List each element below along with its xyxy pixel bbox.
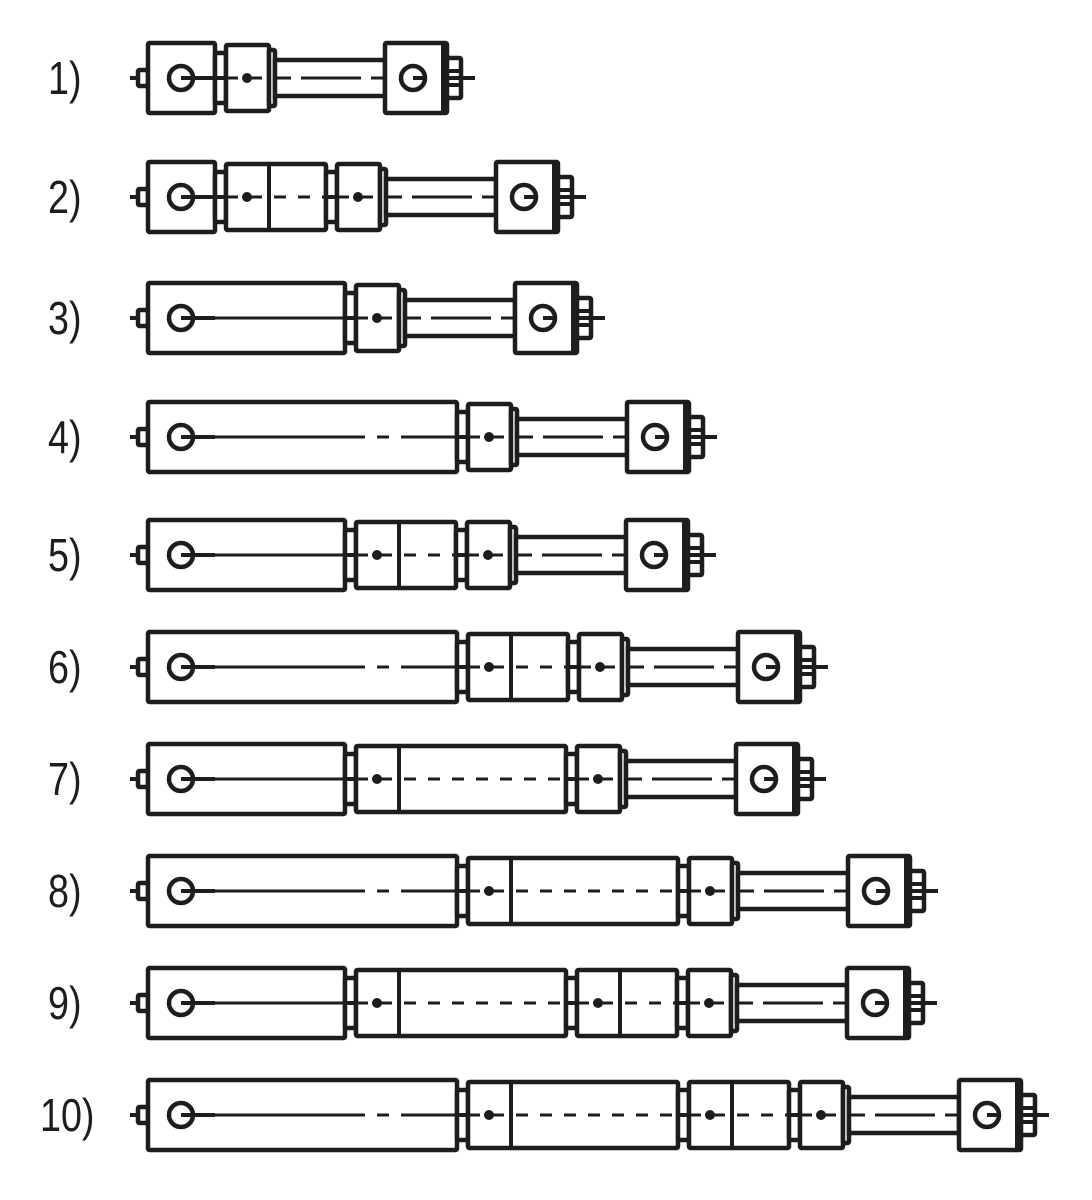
row-label: 9) bbox=[48, 977, 82, 1028]
piston-dot-icon bbox=[484, 432, 494, 442]
piston-dot-icon bbox=[816, 1110, 826, 1120]
configuration-row: 8) bbox=[48, 853, 938, 929]
piston-dot-icon bbox=[372, 313, 382, 323]
configuration-row: 4) bbox=[48, 399, 717, 475]
configuration-row: 1) bbox=[48, 40, 475, 116]
piston-rod bbox=[625, 646, 741, 688]
configuration-row: 10) bbox=[40, 1077, 1049, 1153]
piston-dot-icon bbox=[484, 662, 494, 672]
piston-dot-icon bbox=[705, 886, 715, 896]
piston-dot-icon bbox=[484, 1110, 494, 1120]
row-label: 8) bbox=[48, 865, 82, 916]
row-label: 5) bbox=[48, 529, 82, 580]
piston-dot-icon bbox=[484, 886, 494, 896]
row-label: 10) bbox=[40, 1089, 95, 1140]
piston-dot-icon bbox=[704, 998, 714, 1008]
piston-dot-icon bbox=[242, 73, 252, 83]
row-label: 6) bbox=[48, 641, 82, 692]
piston-dot-icon bbox=[483, 550, 493, 560]
piston-dot-icon bbox=[705, 1110, 715, 1120]
configuration-row: 9) bbox=[48, 965, 937, 1041]
piston-dot-icon bbox=[595, 662, 605, 672]
piston-dot-icon bbox=[353, 192, 363, 202]
configuration-row: 3) bbox=[48, 280, 605, 356]
configuration-row: 5) bbox=[48, 517, 716, 593]
configuration-row: 2) bbox=[48, 159, 586, 235]
piston-dot-icon bbox=[372, 550, 382, 560]
piston-dot-icon bbox=[242, 192, 252, 202]
piston-dot-icon bbox=[372, 774, 382, 784]
configuration-row: 6) bbox=[48, 629, 828, 705]
piston-dot-icon bbox=[593, 998, 603, 1008]
piston-rod bbox=[734, 982, 850, 1024]
row-label: 3) bbox=[48, 292, 82, 343]
row-label: 1) bbox=[48, 52, 82, 103]
row-label: 7) bbox=[48, 753, 82, 804]
row-label: 4) bbox=[48, 411, 82, 462]
piston-dot-icon bbox=[372, 998, 382, 1008]
configuration-row: 7) bbox=[48, 741, 826, 817]
row-label: 2) bbox=[48, 171, 82, 222]
piston-dot-icon bbox=[593, 774, 603, 784]
